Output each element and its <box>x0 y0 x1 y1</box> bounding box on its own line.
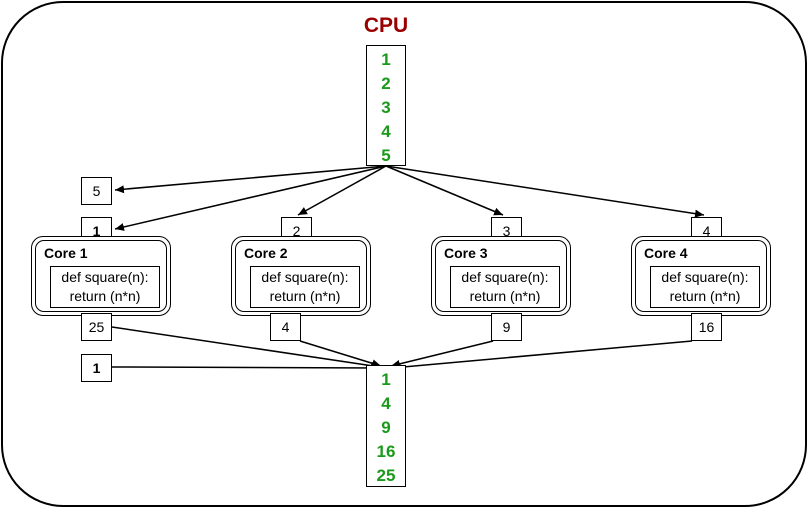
cpu-input-value: 5 <box>381 146 391 165</box>
core1-code: def square(n): return (n*n) <box>50 266 160 308</box>
code-line: def square(n): <box>261 269 349 285</box>
core2-label: Core 2 <box>244 245 288 261</box>
core2-inner-frame <box>235 240 367 312</box>
result-value: 25 <box>376 466 396 485</box>
core1: Core 1 def square(n): return (n*n) <box>31 236 171 316</box>
code-line: return (n*n) <box>69 288 141 304</box>
arrow-cpu-to-core4 <box>385 165 705 218</box>
arrow-core1-out <box>111 326 381 370</box>
core3-label: Core 3 <box>444 245 488 261</box>
arrow-cpu-to-core3 <box>385 165 504 216</box>
code-line: def square(n): <box>61 269 149 285</box>
core1-output-box: 25 <box>81 313 112 341</box>
code-line: return (n*n) <box>469 288 541 304</box>
cpu-input-value: 4 <box>381 122 391 141</box>
core3-code: def square(n): return (n*n) <box>450 266 560 308</box>
core4: Core 4 def square(n): return (n*n) <box>631 236 771 316</box>
code-line: return (n*n) <box>269 288 341 304</box>
queued-input-box: 5 <box>81 177 112 205</box>
core4-output-box: 16 <box>691 313 722 341</box>
core3-inner-frame <box>435 240 567 312</box>
cpu-title: CPU <box>363 14 409 37</box>
core1-inner-frame <box>35 240 167 312</box>
cpu-input-value: 3 <box>381 98 391 117</box>
core4-label: Core 4 <box>644 245 688 261</box>
arrow-core4-out <box>391 340 693 372</box>
cpu-input-value: 1 <box>381 50 391 69</box>
result-value: 1 <box>381 370 391 389</box>
result-value: 4 <box>381 394 391 413</box>
core2-code: def square(n): return (n*n) <box>250 266 360 308</box>
core1-label: Core 1 <box>44 245 88 261</box>
core3-output-box: 9 <box>491 313 522 341</box>
core4-inner-frame <box>635 240 767 312</box>
result-value: 9 <box>381 418 391 437</box>
arrow-cpu-to-queued <box>114 165 387 194</box>
code-line: def square(n): <box>661 269 749 285</box>
cpu-input-value: 2 <box>381 74 391 93</box>
arrow-core3-out <box>390 340 494 368</box>
extra-output-box: 1 <box>81 354 112 382</box>
core4-code: def square(n): return (n*n) <box>650 266 760 308</box>
arrow-core2-out <box>299 340 382 368</box>
arrow-cpu-to-core1 <box>114 165 387 231</box>
arrow-cpu-to-core2 <box>297 165 387 216</box>
cpu-input-column: 1 2 3 4 5 <box>366 45 406 166</box>
core3: Core 3 def square(n): return (n*n) <box>431 236 571 316</box>
result-value: 16 <box>376 442 396 461</box>
arrow-extra-out <box>111 363 381 372</box>
results-column: 1 4 9 16 25 <box>366 365 406 487</box>
core2-output-box: 4 <box>270 313 301 341</box>
core2: Core 2 def square(n): return (n*n) <box>231 236 371 316</box>
code-line: def square(n): <box>461 269 549 285</box>
code-line: return (n*n) <box>669 288 741 304</box>
